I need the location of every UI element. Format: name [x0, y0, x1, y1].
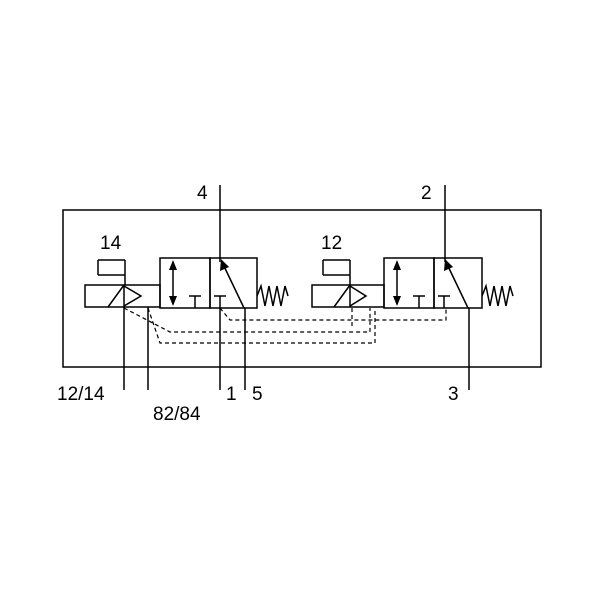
right-valve-square-b: [433, 257, 483, 309]
valve-housing: [62, 209, 542, 368]
left-manual-override: [97, 259, 126, 285]
right-valve-square-a: [383, 257, 435, 309]
right-pilot-triangle: [349, 284, 368, 308]
left-valve: [84, 257, 289, 309]
pilot-line-2: [147, 307, 376, 344]
left-spring: [256, 283, 289, 307]
port-label-2: 2: [421, 183, 432, 204]
pilot-line-3: [219, 307, 447, 321]
port-label-4: 4: [197, 183, 208, 204]
port-label-5: 5: [252, 384, 263, 405]
left-valve-square-a: [159, 257, 211, 309]
left-pilot-triangle: [123, 284, 143, 308]
port-label-1: 1: [226, 384, 237, 405]
right-spring: [481, 283, 514, 307]
port-label-14: 14: [100, 233, 122, 254]
right-manual-override: [322, 259, 351, 285]
left-valve-square-b: [209, 257, 258, 309]
right-valve: [311, 257, 514, 309]
port-label-12: 12: [321, 233, 342, 254]
port-label-3: 3: [448, 384, 459, 405]
pilot-line-1: [123, 307, 371, 333]
port-label-82-84: 82/84: [153, 404, 201, 425]
port-label-12-14: 12/14: [57, 384, 105, 405]
